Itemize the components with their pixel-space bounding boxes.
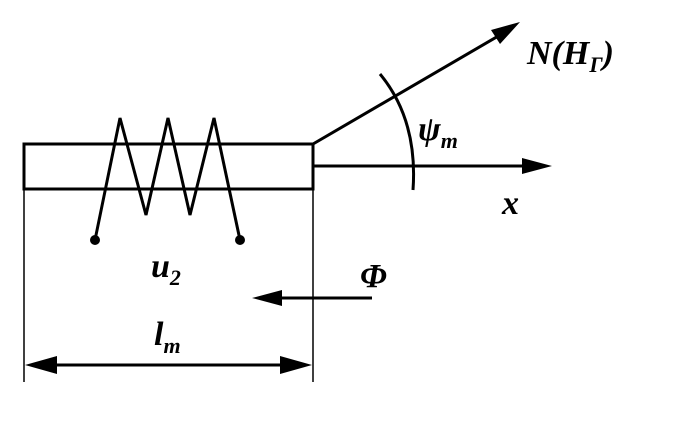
length-arrowhead-right bbox=[280, 356, 312, 374]
core-rod bbox=[22, 142, 315, 191]
angle-label: ψm bbox=[418, 111, 458, 153]
field-vector-arrowhead bbox=[491, 22, 520, 44]
length-subscript: m bbox=[163, 333, 180, 358]
flux-label: Φ bbox=[360, 258, 387, 295]
x-axis-arrowhead bbox=[522, 158, 552, 174]
angle-symbol: ψ bbox=[418, 111, 441, 148]
field-vector-arrow bbox=[312, 26, 513, 146]
flux-arrowhead bbox=[252, 290, 282, 306]
field-vector-subscript: Г bbox=[588, 52, 603, 77]
angle-arc bbox=[378, 73, 416, 191]
field-vector-close: ) bbox=[600, 35, 614, 72]
x-axis-label: x bbox=[501, 185, 519, 222]
field-vector-label: N(HГ) bbox=[526, 35, 614, 77]
winding-coil bbox=[93, 117, 242, 241]
winding-symbol: u bbox=[151, 248, 170, 285]
angle-subscript: m bbox=[441, 128, 458, 153]
length-label: lm bbox=[154, 316, 181, 358]
winding-terminal-left bbox=[90, 235, 100, 245]
length-symbol: l bbox=[154, 316, 164, 353]
winding-terminal-right bbox=[235, 235, 245, 245]
winding-subscript: 2 bbox=[169, 265, 181, 290]
field-vector-text: N(H bbox=[526, 35, 591, 72]
length-arrowhead-left bbox=[25, 356, 57, 374]
winding-label: u2 bbox=[151, 248, 181, 290]
